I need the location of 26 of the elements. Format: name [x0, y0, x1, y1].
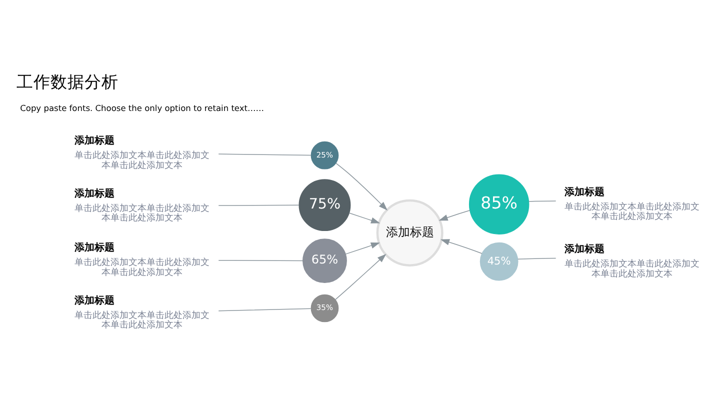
arrow	[336, 162, 388, 210]
node-text: 添加标题 单击此处添加文本单击此处添加文本单击此处添加文本	[564, 244, 700, 279]
arrow	[345, 242, 380, 254]
node-circle: 85%	[468, 174, 530, 234]
node-circle: 75%	[298, 178, 351, 231]
connector	[218, 153, 312, 156]
connector	[218, 204, 300, 206]
arrow	[335, 253, 386, 300]
arrow	[438, 210, 470, 220]
connector	[528, 200, 556, 202]
node-text: 添加标题 单击此处添加文本单击此处添加文本单击此处添加文本	[74, 188, 210, 224]
node-circle: 45%	[480, 242, 518, 280]
label: Copy paste fonts. Choose the only option to retain text……	[20, 102, 264, 112]
node-text: 添加标题 单击此处添加文本单击此处添加文本单击此处添加文本	[74, 135, 210, 170]
connector	[218, 259, 304, 261]
arrow	[348, 212, 380, 223]
node-text: 添加标题 单击此处添加文本单击此处添加文本单击此处添加文本	[564, 186, 700, 222]
node-circle: 65%	[302, 238, 347, 283]
arrow	[440, 238, 482, 254]
node-text: 添加标题 单击此处添加文本单击此处添加文本单击此处添加文本	[74, 294, 210, 330]
diagram-title: 工作数据分析	[16, 72, 119, 91]
node-text: 添加标题 单击此处添加文本单击此处添加文本单击此处添加文本	[74, 242, 210, 278]
node-circle: 25%	[310, 140, 339, 169]
connector	[518, 257, 556, 260]
connector	[218, 308, 312, 311]
node-circle: 35%	[310, 294, 339, 322]
